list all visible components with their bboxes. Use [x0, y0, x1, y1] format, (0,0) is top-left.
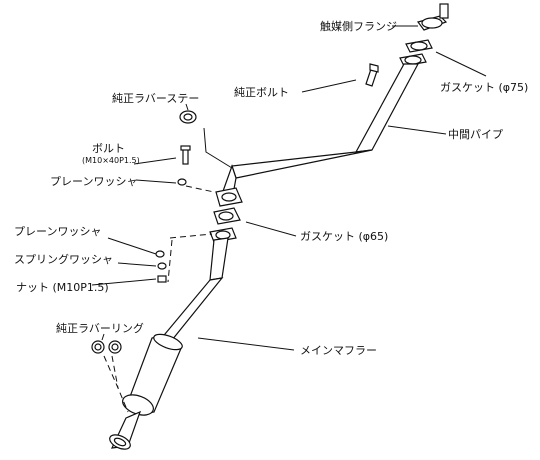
label-bolt-spec: (M10×40P1.5)	[82, 156, 140, 165]
label-genuine-bolt: 純正ボルト	[234, 86, 289, 99]
lower-fastener-icons	[155, 250, 167, 283]
muffler-icon	[122, 333, 183, 416]
label-plain-washer-2: プレーンワッシャ	[14, 225, 101, 238]
label-plain-washer-1: プレーンワッシャ	[50, 175, 137, 188]
label-spring-washer: スプリングワッシャ	[14, 252, 113, 266]
label-genuine-rubber-ring: 純正ラバーリング	[56, 321, 144, 335]
label-mid-pipe: 中間パイプ	[448, 128, 503, 141]
rubber-stay-icon	[179, 110, 197, 124]
lower-pipe-section	[109, 227, 237, 450]
label-nut: ナット (M10P1.5)	[16, 281, 109, 294]
label-main-muffler: メインマフラー	[300, 344, 377, 357]
gasket-65-icon	[213, 207, 241, 225]
label-catalyst-flange: 触媒側フランジ	[320, 19, 397, 33]
label-genuine-rubber-stay: 純正ラバーステー	[112, 92, 199, 105]
upper-pipe-section	[203, 3, 449, 207]
plain-washer-icon	[177, 178, 187, 186]
label-bolt: ボルト	[92, 142, 125, 155]
bolt-icon	[180, 145, 191, 165]
genuine-bolt-icon	[365, 63, 379, 87]
rubber-ring-icon	[91, 340, 122, 354]
label-gasket-75: ガスケット (φ75)	[440, 81, 528, 94]
label-gasket-65: ガスケット (φ65)	[300, 230, 388, 243]
